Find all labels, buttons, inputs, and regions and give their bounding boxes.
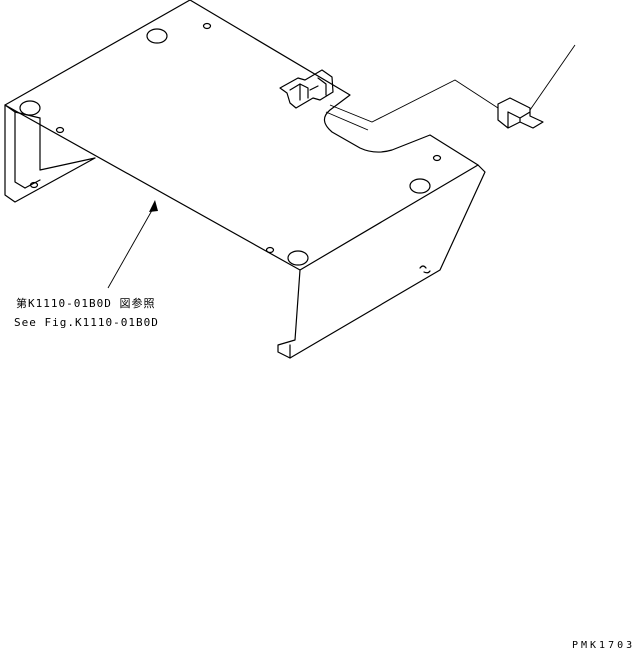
connector-leader-line	[529, 44, 576, 111]
connector	[497, 97, 544, 129]
wire-clip	[279, 69, 334, 109]
reference-note-english: See Fig.K1110-01B0D	[14, 316, 159, 329]
plate-right-flange	[277, 164, 486, 359]
mount-hole-small	[265, 246, 275, 254]
mount-hole-large	[19, 100, 41, 116]
wire-harness	[329, 79, 499, 123]
mount-hole-small	[432, 154, 442, 162]
mount-hole-large	[287, 250, 309, 266]
mount-hole-large	[146, 28, 168, 44]
mount-hole-large	[409, 178, 431, 194]
mount-hole-small	[202, 22, 212, 30]
plate-left-flange-edge	[14, 111, 41, 189]
reference-note-japanese: 第K1110-01B0D 図参照	[16, 297, 156, 310]
mount-hole-small	[29, 181, 39, 189]
reference-leader-line	[107, 204, 156, 289]
reference-leader-arrowhead	[149, 200, 158, 212]
wire-harness-inner	[325, 111, 369, 131]
flange-hole	[419, 265, 431, 274]
plate-top-surface	[4, 0, 479, 271]
mount-hole-small	[55, 126, 65, 134]
drawing-code: PMK1703	[572, 640, 636, 651]
plate-left-flange	[4, 104, 96, 203]
